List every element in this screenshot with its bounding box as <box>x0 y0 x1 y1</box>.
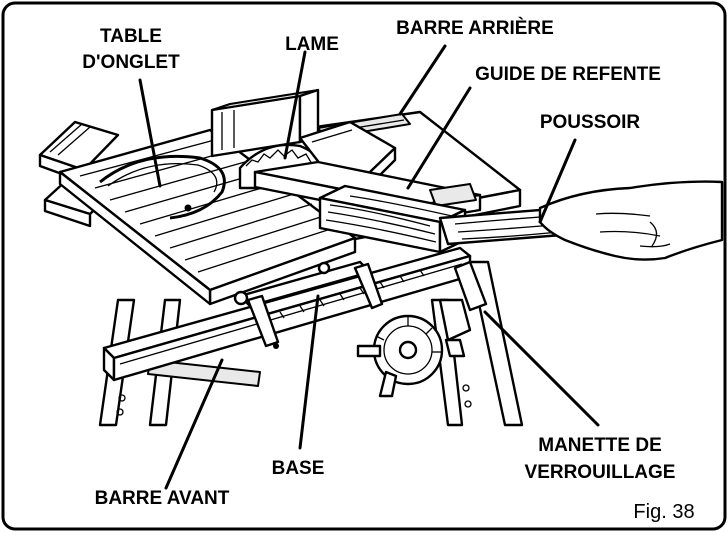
leader-rip-fence <box>406 86 472 190</box>
operator-hand <box>538 180 724 261</box>
leader-lines <box>138 44 600 490</box>
figure-caption: Fig. 38 <box>633 501 694 523</box>
label-front-bar: BARRE AVANT <box>95 488 230 509</box>
leader-front-bar <box>164 358 224 490</box>
label-miter-table-line2: D'ONGLET <box>82 52 180 73</box>
height-adjust-wheel <box>356 314 444 398</box>
label-base: BASE <box>272 458 325 479</box>
label-push-stick: POUSSOIR <box>540 112 641 133</box>
base-bracket <box>233 260 384 349</box>
leader-rear-bar <box>398 44 447 116</box>
front-bar <box>102 246 472 382</box>
label-rip-fence: GUIDE DE REFENTE <box>475 64 661 85</box>
leader-miter-table <box>138 78 162 188</box>
lock-handle <box>438 260 488 358</box>
label-lock-handle-line1: MANETTE DE <box>538 435 662 456</box>
blade-guard <box>210 88 320 158</box>
leader-blade <box>283 50 307 160</box>
label-blade: LAME <box>285 34 339 55</box>
leader-base <box>298 294 320 450</box>
leader-lock-handle <box>483 310 600 427</box>
label-rear-bar: BARRE ARRIÈRE <box>396 17 554 39</box>
label-miter-table-line1: TABLE <box>100 26 162 47</box>
leader-push-stick <box>538 138 577 224</box>
label-lock-handle-line2: VERROUILLAGE <box>525 462 676 483</box>
